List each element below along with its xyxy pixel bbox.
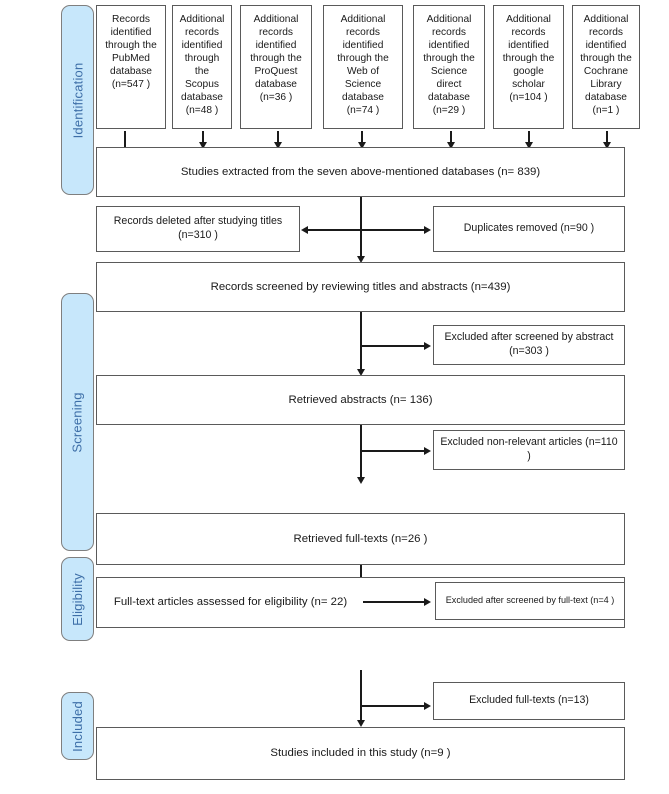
connector-screened-to-retrieved-abstracts — [360, 312, 362, 371]
box-duplicates-removed: Duplicates removed (n=90 ) — [433, 206, 625, 252]
box-retrieved-fulltexts: Retrieved full-texts (n=26 ) — [96, 513, 625, 565]
source-box-web-of-science: Additional records identified through th… — [323, 5, 403, 129]
connector-spine-to-deleted-titles — [308, 229, 360, 231]
connector-source-4-down — [361, 131, 363, 145]
stage-label-eligibility: Eligibility — [61, 557, 94, 641]
connector-to-excluded-non-relevant — [361, 450, 425, 452]
box-retrieved-fulltexts-text: Retrieved full-texts (n=26 ) — [293, 532, 428, 545]
arrowhead-extracted-to-screened — [356, 256, 365, 263]
arrowhead-to-excluded-non-relevant — [424, 446, 431, 455]
arrowhead-retrieved-abstracts-to-fulltexts — [356, 477, 365, 484]
connector-source-2-down — [202, 131, 204, 145]
source-box-pubmed-text: Records identified through the PubMed da… — [105, 14, 157, 91]
stage-label-eligibility-text: Eligibility — [70, 572, 85, 626]
box-fulltext-assessed-text: Full-text articles assessed for eligibil… — [113, 596, 348, 609]
box-excluded-non-relevant-text: Excluded non-relevant articles (n=110 ) — [440, 436, 618, 462]
arrowhead-to-excluded-fulltext-screen — [424, 597, 431, 606]
arrowhead-source-3 — [273, 142, 282, 149]
box-retrieved-abstracts-text: Retrieved abstracts (n= 136) — [288, 393, 433, 406]
arrowhead-to-excluded-fulltexts — [424, 701, 431, 710]
box-excluded-fulltexts: Excluded full-texts (n=13) — [433, 682, 625, 720]
box-excluded-after-fulltext-screen: Excluded after screened by full-text (n=… — [435, 582, 625, 620]
box-records-screened-text: Records screened by reviewing titles and… — [210, 280, 511, 293]
box-excluded-fulltexts-text: Excluded full-texts (n=13) — [469, 694, 589, 707]
arrowhead-source-4 — [357, 142, 366, 149]
stage-label-included: Included — [61, 692, 94, 760]
stage-label-identification: Identification — [61, 5, 94, 195]
box-studies-extracted: Studies extracted from the seven above-m… — [96, 147, 625, 197]
box-studies-included-text: Studies included in this study (n=9 ) — [270, 747, 451, 760]
source-box-scopus-text: Additional records identified through th… — [179, 14, 225, 117]
box-studies-extracted-text: Studies extracted from the seven above-m… — [180, 165, 541, 178]
connector-eligibility-to-included — [360, 670, 362, 722]
source-box-google-scholar: Additional records identified through th… — [493, 5, 564, 129]
arrowhead-to-deleted-titles — [301, 225, 308, 234]
connector-source-7-down — [606, 131, 608, 145]
connector-to-excluded-fulltext-screen — [363, 601, 425, 603]
box-studies-included: Studies included in this study (n=9 ) — [96, 727, 625, 780]
stage-label-screening-text: Screening — [70, 391, 85, 453]
source-box-science-direct-text: Additional records identified through th… — [423, 14, 475, 117]
source-box-cochrane-library: Additional records identified through th… — [572, 5, 640, 129]
connector-extracted-to-screened — [360, 197, 362, 258]
arrowhead-screened-to-retrieved-abstracts — [356, 369, 365, 376]
box-excluded-non-relevant: Excluded non-relevant articles (n=110 ) — [433, 430, 625, 470]
arrowhead-source-5 — [446, 142, 455, 149]
stage-label-included-text: Included — [70, 700, 85, 752]
connector-spine-to-duplicates — [361, 229, 425, 231]
arrowhead-eligibility-to-included — [356, 720, 365, 727]
box-records-deleted-titles-text: Records deleted after studying titles (n… — [113, 215, 283, 241]
source-box-cochrane-library-text: Additional records identified through th… — [580, 14, 632, 117]
connector-retrieved-abstracts-to-fulltexts — [360, 425, 362, 479]
box-excluded-after-abstract-text: Excluded after screened by abstract (n=3… — [444, 331, 614, 357]
connector-to-excluded-abstract — [361, 345, 425, 347]
connector-source-3-down — [277, 131, 279, 145]
source-box-google-scholar-text: Additional records identified through th… — [502, 14, 555, 104]
stage-label-screening: Screening — [61, 293, 94, 551]
source-box-web-of-science-text: Additional records identified through th… — [337, 14, 389, 117]
connector-source-5-down — [450, 131, 452, 145]
arrowhead-source-6 — [524, 142, 533, 149]
stage-label-identification-text: Identification — [70, 62, 86, 138]
box-records-deleted-titles: Records deleted after studying titles (n… — [96, 206, 300, 252]
source-box-proquest: Additional records identified through th… — [240, 5, 312, 129]
arrowhead-source-7 — [602, 142, 611, 149]
arrowhead-to-duplicates — [424, 225, 431, 234]
box-excluded-after-abstract: Excluded after screened by abstract (n=3… — [433, 325, 625, 365]
arrowhead-to-excluded-abstract — [424, 341, 431, 350]
box-retrieved-abstracts: Retrieved abstracts (n= 136) — [96, 375, 625, 425]
box-duplicates-removed-text: Duplicates removed (n=90 ) — [463, 222, 595, 235]
source-box-proquest-text: Additional records identified through th… — [250, 14, 302, 104]
source-box-scopus: Additional records identified through th… — [172, 5, 232, 129]
box-records-screened: Records screened by reviewing titles and… — [96, 262, 625, 312]
connector-to-excluded-fulltexts — [361, 705, 425, 707]
connector-source-1-down — [124, 131, 126, 153]
connector-source-6-down — [528, 131, 530, 145]
arrowhead-source-2 — [198, 142, 207, 149]
source-box-science-direct: Additional records identified through th… — [413, 5, 485, 129]
box-excluded-after-fulltext-screen-text: Excluded after screened by full-text (n=… — [445, 595, 615, 606]
source-box-pubmed: Records identified through the PubMed da… — [96, 5, 166, 129]
